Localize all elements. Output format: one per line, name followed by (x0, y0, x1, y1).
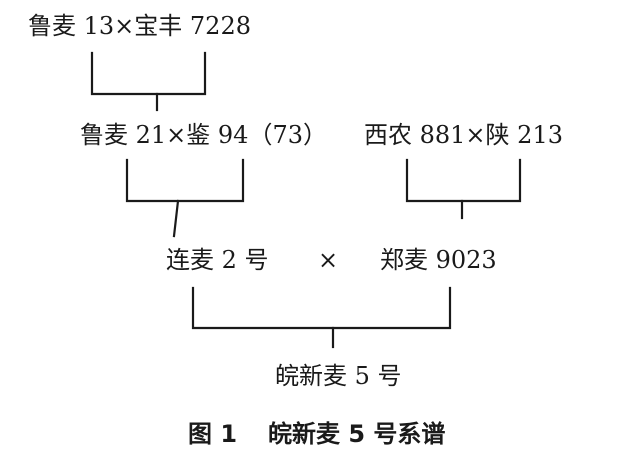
figure-label: 图 1 (188, 420, 237, 448)
bracket-cross-1 (90, 51, 207, 112)
parent-cross-2: 鲁麦 21×鉴 94（73） (80, 121, 327, 149)
cross-symbol: × (318, 246, 338, 274)
line-1-lianmai-2: 连麦 2 号 (166, 246, 269, 274)
figure-title: 皖新麦 5 号系谱 (268, 420, 445, 448)
parent-cross-1: 鲁麦 13×宝丰 7228 (28, 12, 251, 40)
bracket-cross-3 (405, 158, 522, 220)
bracket-final-cross (191, 286, 452, 349)
line-2-zhengmai-9023: 郑麦 9023 (380, 246, 497, 274)
offspring-wanxinmai-5: 皖新麦 5 号 (275, 362, 402, 390)
parent-cross-3: 西农 881×陕 213 (364, 121, 563, 149)
bracket-cross-2 (125, 158, 245, 238)
